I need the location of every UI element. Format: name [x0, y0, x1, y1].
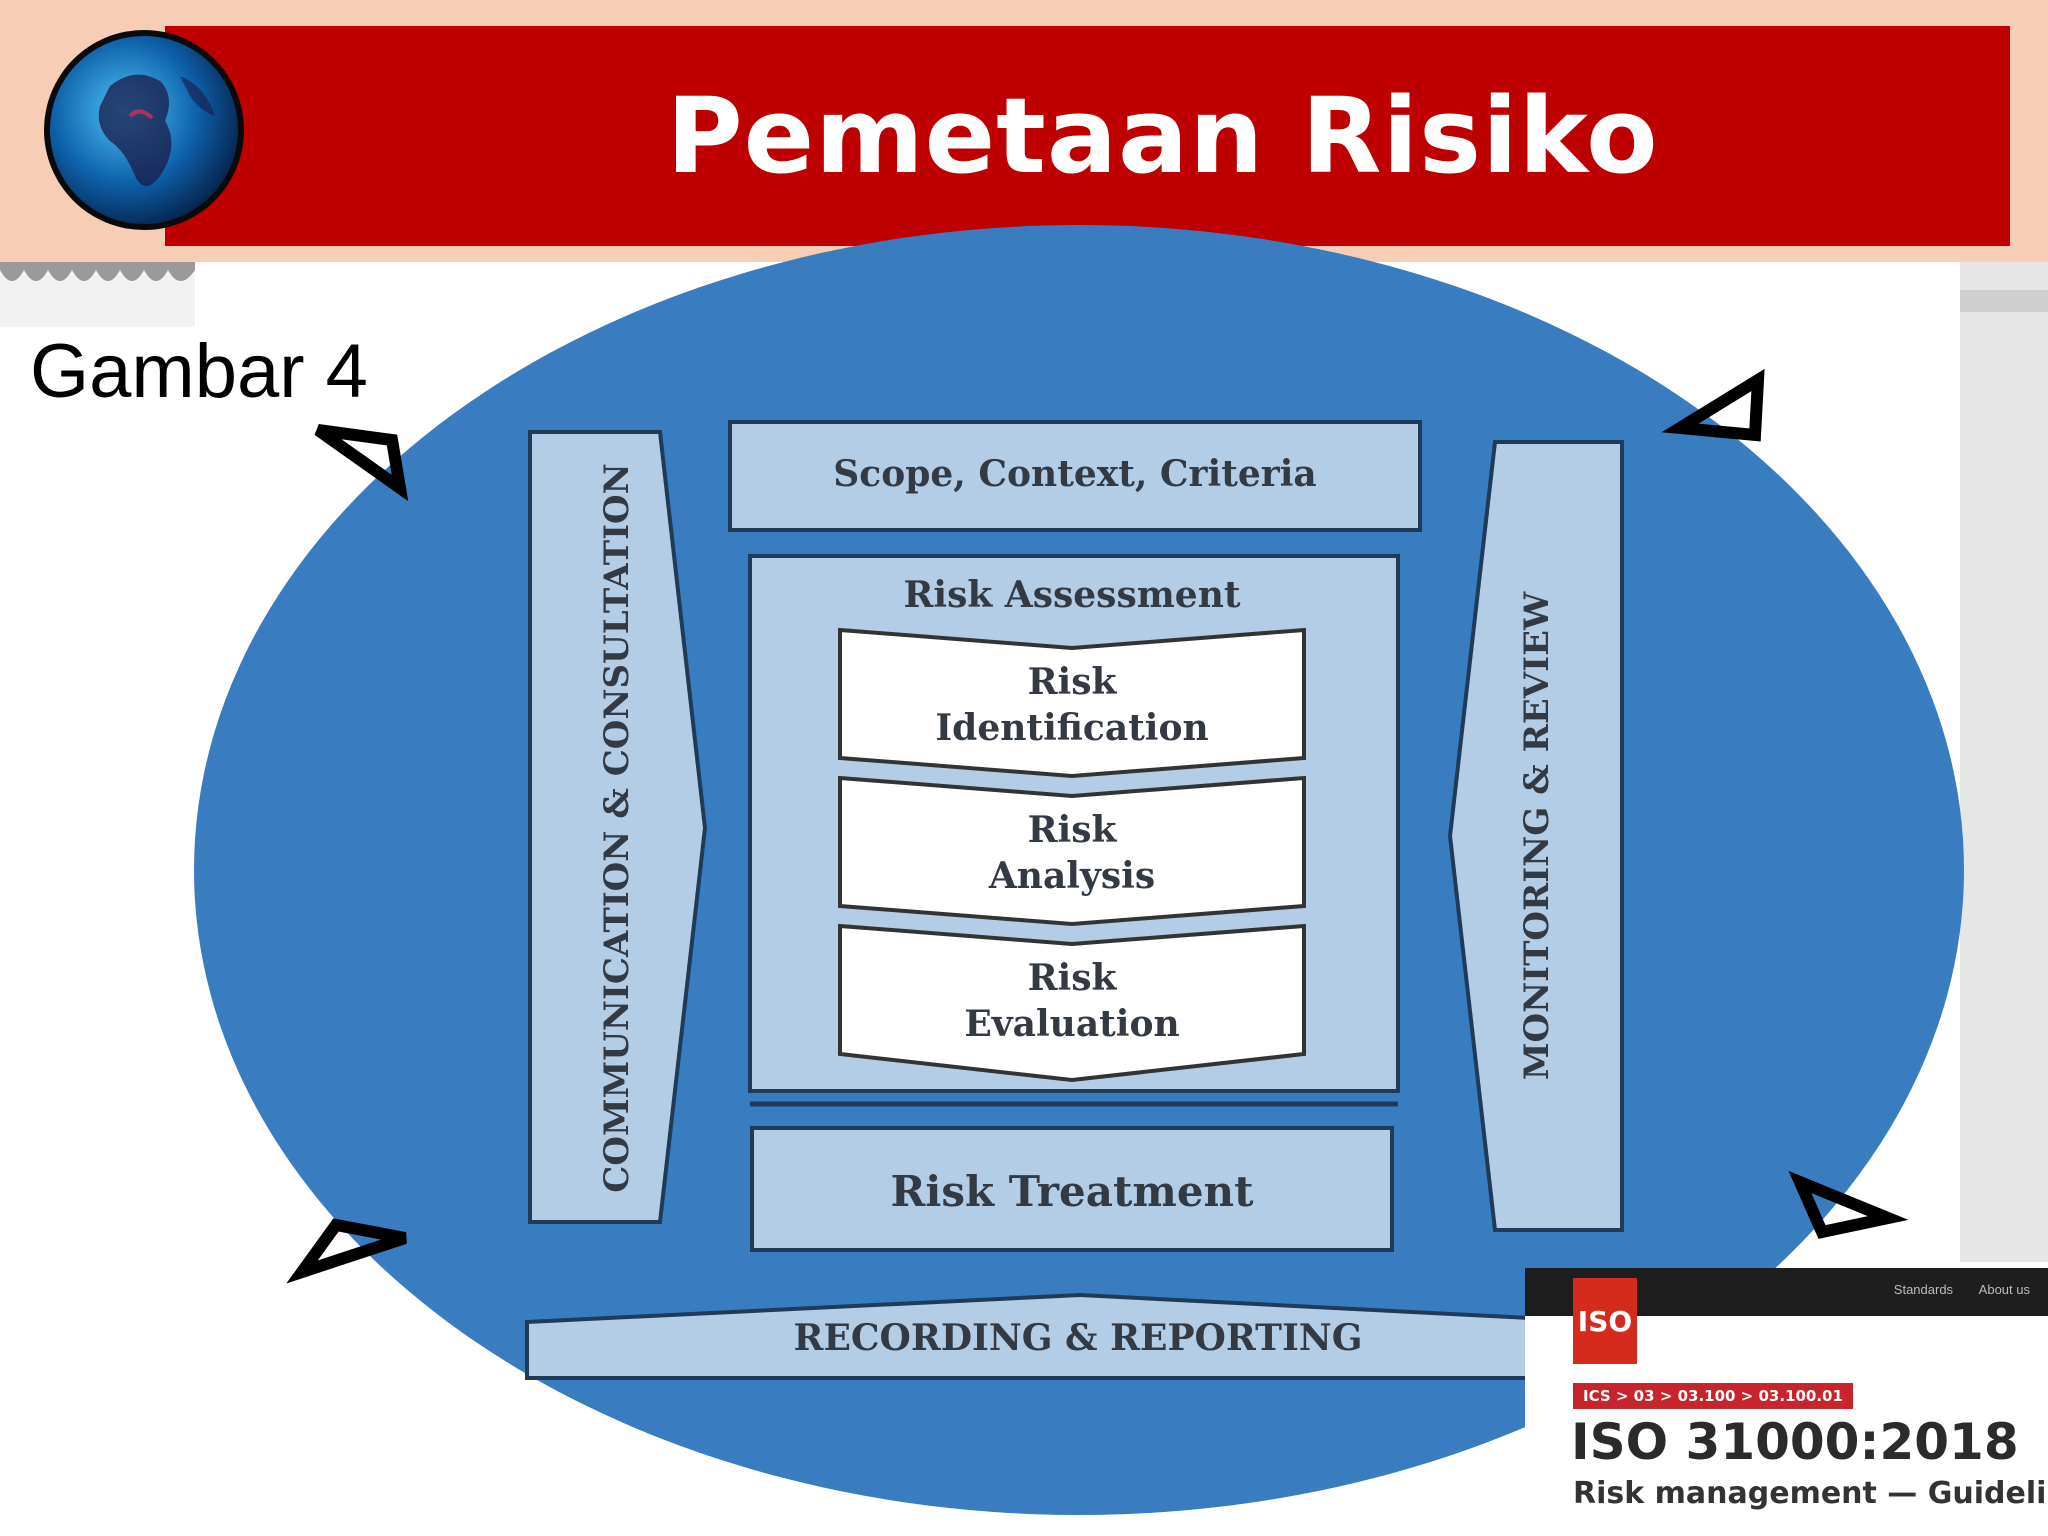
figure-label: Gambar 4: [30, 329, 368, 414]
step-evaluation-line2: Evaluation: [964, 1003, 1179, 1045]
iso-standard-subtitle: Risk management — Guidelines: [1573, 1476, 2048, 1511]
arrow-marker-bottom-right: [1788, 1170, 1909, 1239]
iso-logo-icon: ISO: [1573, 1278, 1637, 1364]
title-bar: Pemetaan Risiko: [165, 26, 2010, 246]
iso-nav-standards[interactable]: Standards: [1893, 1282, 1954, 1297]
step-analysis-line2: Analysis: [988, 855, 1155, 897]
recording-band-label: RECORDING & REPORTING: [794, 1317, 1363, 1359]
decorative-right-strip: [1960, 262, 2048, 1262]
communication-band: [528, 430, 708, 1224]
step-identification-line2: Identification: [935, 707, 1208, 749]
globe-icon: [40, 26, 248, 234]
step-risk-analysis: [838, 775, 1306, 927]
decorative-scallop: [0, 262, 195, 327]
monitoring-band-label: MONITORING & REVIEW: [1517, 591, 1557, 1080]
step-identification-line1: Risk: [1028, 661, 1118, 703]
iso-nav: Standards About us: [1872, 1282, 2030, 1297]
decorative-right-line: [1960, 290, 2048, 312]
arrow-marker-top-left: [314, 424, 409, 502]
iso-logo-text: ISO: [1577, 1304, 1633, 1338]
iso-standard-code: ISO 31000:2018: [1571, 1413, 2019, 1471]
step-evaluation-line1: Risk: [1028, 957, 1118, 999]
slide-title: Pemetaan Risiko: [666, 75, 1659, 197]
step-risk-evaluation: [838, 923, 1306, 1083]
scope-context-criteria-box: [728, 420, 1422, 532]
scope-label: Scope, Context, Criteria: [833, 453, 1316, 495]
arrow-marker-top-right: [1661, 368, 1765, 442]
step-risk-identification: [838, 627, 1306, 779]
iso-standard-card: Standards About us ISO ICS > 03 > 03.100…: [1525, 1268, 2048, 1536]
risk-treatment-label: Risk Treatment: [891, 1167, 1255, 1216]
monitoring-band: [1447, 440, 1624, 1232]
iso-ics-breadcrumb: ICS > 03 > 03.100 > 03.100.01: [1573, 1383, 1853, 1409]
arrow-marker-bottom-left: [286, 1218, 407, 1284]
communication-band-label: COMMUNICATION & CONSULTATION: [597, 463, 637, 1192]
risk-assessment-title: Risk Assessment: [903, 574, 1240, 616]
iso-nav-about[interactable]: About us: [1978, 1282, 2030, 1297]
step-analysis-line1: Risk: [1028, 809, 1118, 851]
risk-treatment-box: [750, 1126, 1394, 1252]
